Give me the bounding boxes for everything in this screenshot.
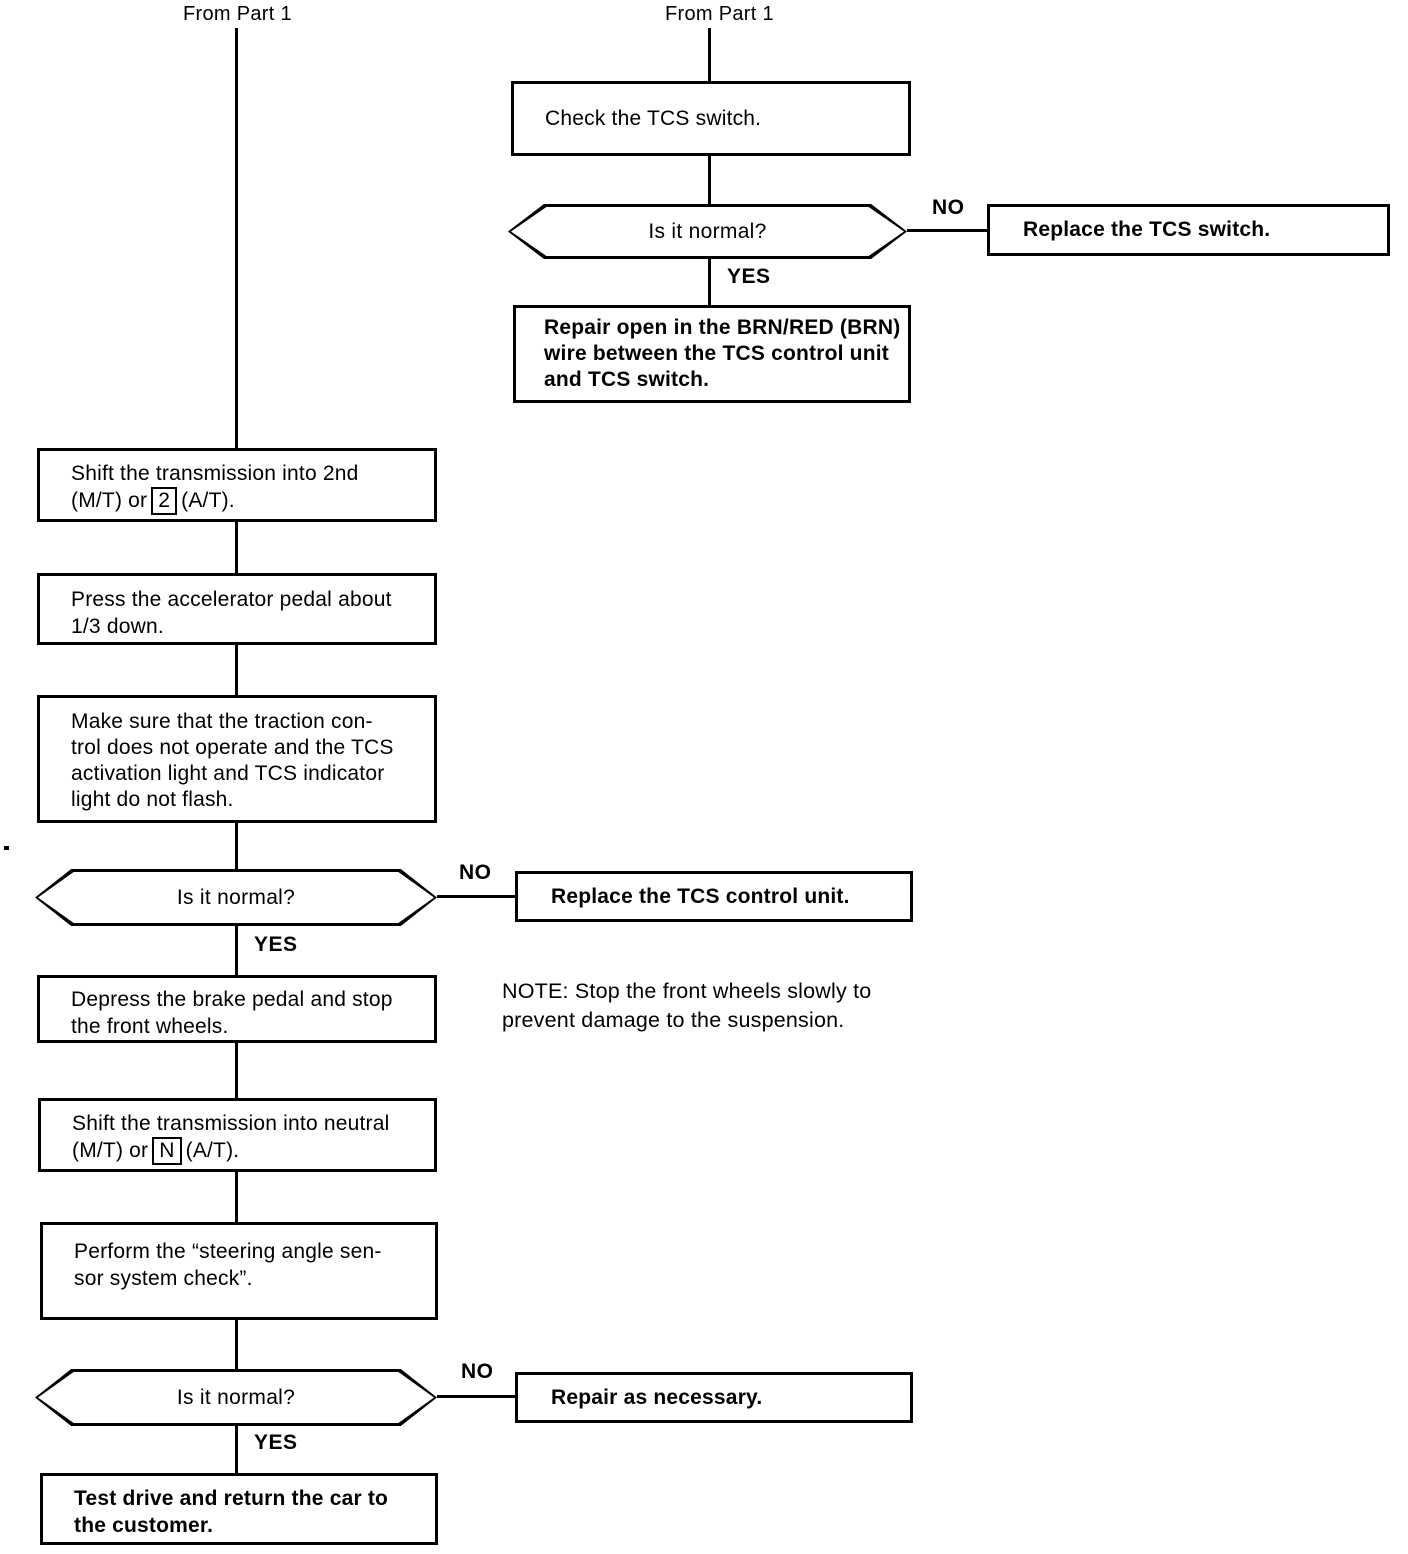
process-text-line: Test drive and return the car to [74, 1487, 389, 1510]
decision-text: Is it normal? [38, 1372, 434, 1423]
connector-line [235, 28, 238, 448]
process-box-shift-neutral: Shift the transmission into neutral (M/T… [38, 1098, 437, 1172]
connector-line [235, 1172, 238, 1222]
connector-line [235, 1320, 238, 1369]
scan-artifact-dot [4, 846, 9, 850]
decision-is-it-normal-bottom: Is it normal? [35, 1369, 437, 1426]
process-text-line: 1/3 down. [71, 615, 164, 638]
decision-is-it-normal-right: Is it normal? [508, 204, 907, 259]
connector-line [235, 1043, 238, 1098]
process-box-check-tcs-switch: Check the TCS switch. [511, 81, 911, 156]
process-box-shift-2nd: Shift the transmission into 2nd (M/T) or… [37, 448, 437, 522]
result-text-line: wire between the TCS control unit [544, 342, 889, 365]
process-text-line: Depress the brake pedal and stop [71, 988, 393, 1011]
connector-line [708, 259, 711, 305]
result-box-repair-as-necessary: Repair as necessary. [515, 1372, 913, 1423]
result-text-line: Repair open in the BRN/RED (BRN) [544, 316, 901, 339]
note-text-line: NOTE: Stop the front wheels slowly to [502, 979, 872, 1003]
result-text: Repair as necessary. [551, 1385, 763, 1409]
process-box-press-pedal: Press the accelerator pedal about 1/3 do… [37, 573, 437, 645]
connector-line [907, 229, 987, 232]
connector-line [708, 156, 711, 205]
process-text-line: Shift the transmission into neutral [72, 1112, 390, 1135]
branch-label-no: NO [461, 1360, 494, 1383]
process-text-line: the front wheels. [71, 1015, 229, 1038]
source-label-right: From Part 1 [665, 3, 774, 25]
process-box-steering-check: Perform the “steering angle sen- sor sys… [40, 1222, 438, 1320]
decision-text: Is it normal? [511, 207, 904, 256]
connector-line [437, 895, 515, 898]
connector-line [437, 1395, 515, 1398]
process-text: Check the TCS switch. [545, 107, 762, 130]
result-text-line: and TCS switch. [544, 368, 710, 391]
result-box-repair-wire: Repair open in the BRN/RED (BRN) wire be… [513, 305, 911, 403]
process-text-line: Press the accelerator pedal about [71, 588, 392, 611]
decision-is-it-normal-mid: Is it normal? [35, 869, 437, 926]
connector-line [235, 645, 238, 695]
branch-label-yes: YES [727, 265, 771, 288]
note-text: NOTE: Stop the front wheels slowly to pr… [502, 977, 932, 1035]
gear-position-badge: 2 [151, 487, 178, 515]
gear-position-badge: N [152, 1137, 182, 1165]
process-box-make-sure: Make sure that the traction con- trol do… [37, 695, 437, 823]
decision-text: Is it normal? [38, 872, 434, 923]
process-text-line: Make sure that the traction con- [71, 710, 373, 733]
connector-line [708, 28, 711, 81]
connector-line [235, 522, 238, 573]
branch-label-no: NO [932, 196, 965, 219]
process-text-line: trol does not operate and the TCS [71, 736, 394, 759]
process-text-line: the customer. [74, 1514, 214, 1537]
result-text: Replace the TCS switch. [1023, 218, 1271, 241]
source-label-left: From Part 1 [183, 3, 292, 25]
process-text-line: light do not flash. [71, 788, 234, 811]
branch-label-no: NO [459, 861, 492, 884]
process-text-line: sor system check”. [74, 1267, 253, 1290]
connector-line [235, 1426, 238, 1473]
process-box-test-drive: Test drive and return the car to the cus… [40, 1473, 438, 1545]
process-text-line: activation light and TCS indicator [71, 762, 385, 785]
result-text: Replace the TCS control unit. [551, 884, 850, 908]
process-text-line: Shift the transmission into 2nd [71, 462, 359, 485]
connector-line [235, 926, 238, 975]
result-box-replace-control-unit: Replace the TCS control unit. [515, 871, 913, 922]
branch-label-yes: YES [254, 933, 298, 956]
note-text-line: prevent damage to the suspension. [502, 1008, 845, 1032]
process-box-depress-brake: Depress the brake pedal and stop the fro… [37, 975, 437, 1043]
result-box-replace-tcs-switch: Replace the TCS switch. [987, 204, 1390, 256]
process-text-line: Perform the “steering angle sen- [74, 1240, 382, 1263]
branch-label-yes: YES [254, 1431, 298, 1454]
connector-line [235, 823, 238, 869]
